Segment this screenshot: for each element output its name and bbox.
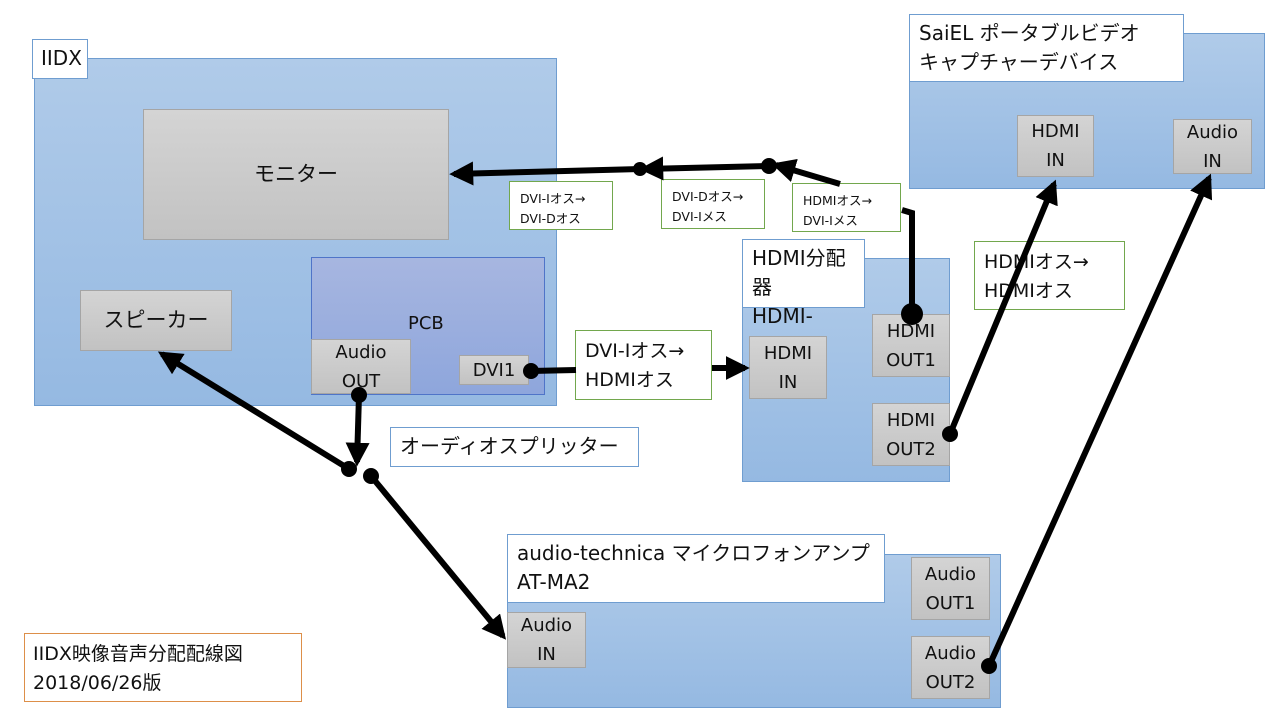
speaker: スピーカー	[80, 290, 232, 351]
monitor: モニター	[143, 109, 449, 240]
connector-splitter-a	[341, 461, 357, 477]
audio-splitter-label: オーディオスプリッター	[390, 427, 639, 467]
pcb-audio-out-port: Audio OUT	[311, 339, 411, 394]
wire-splitter-to-amp	[368, 474, 507, 640]
amp-audio-out2-port: Audio OUT2	[911, 636, 990, 699]
amp-audio-out1-port: Audio OUT1	[911, 557, 990, 620]
connector-splitter-b	[363, 468, 379, 484]
cable-label-dvi-i-to-hdmi: DVI-Iオス→ HDMIオス	[575, 330, 712, 400]
cable-label-dvi-d-to-dvi-i: DVI-Dオス→ DVI-Iメス	[661, 179, 765, 229]
capture-hdmi-in-port: HDMI IN	[1017, 115, 1094, 177]
cable-label-hdmi-to-dvi-i: HDMIオス→ DVI-Iメス	[792, 183, 901, 232]
capture-audio-in-port: Audio IN	[1173, 119, 1252, 174]
splitter-hdmi-in-port: HDMI IN	[749, 336, 827, 399]
mic-amp-label: audio-technica マイクロフォンアンプ AT-MA2	[507, 534, 885, 603]
amp-audio-in-port: Audio IN	[507, 612, 586, 668]
wire-joint-2-to-joint-1	[639, 156, 770, 181]
splitter-hdmi-out1-port: HDMI OUT1	[872, 314, 950, 377]
pcb-dvi1-port: DVI1	[459, 355, 529, 385]
splitter-hdmi-out2-port: HDMI OUT2	[872, 403, 950, 466]
connector-joint-1	[633, 162, 647, 176]
diagram-title-note: IIDX映像音声分配配線図 2018/06/26版	[24, 633, 302, 702]
iidx-label: IIDX	[32, 39, 88, 79]
wire-bend-to-joint-2	[771, 158, 841, 187]
pcb-label: PCB	[408, 313, 444, 334]
capture-device-label: SaiEL ポータブルビデオ キャプチャーデバイス	[909, 14, 1184, 82]
cable-label-hdmi-to-hdmi: HDMIオス→ HDMIオス	[974, 241, 1125, 310]
hdmi-splitter-label: HDMI分配器 HDMI-SP12	[742, 239, 865, 357]
cable-label-dvi-i-to-dvi-d: DVI-Iオス→ DVI-Dオス	[509, 181, 613, 230]
connector-joint-2	[761, 158, 777, 174]
